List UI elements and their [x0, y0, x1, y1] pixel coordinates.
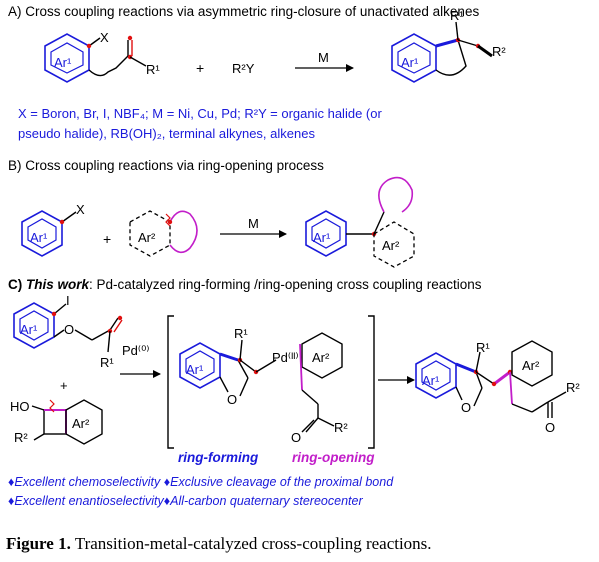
left-bracket	[167, 315, 174, 449]
c-r2-label: R²	[14, 430, 28, 445]
section-c-heading-rest: : Pd-catalyzed ring-forming /ring-openin…	[89, 277, 482, 292]
section-c-emph: This work	[26, 277, 90, 292]
scheme-c-product: Ar¹ O R¹ Ar² O R²	[415, 340, 580, 435]
figure-caption: Figure 1. Transition-metal-catalyzed cro…	[6, 534, 432, 554]
c-ho-label: HO	[10, 399, 30, 414]
c-prod-r1: R¹	[476, 340, 490, 355]
a-plus: +	[196, 60, 204, 76]
c-prod-r2: R²	[566, 380, 580, 395]
c-int-ar2: Ar²	[312, 350, 330, 365]
a-product-r2: R²	[492, 44, 506, 59]
c-ar2-label: Ar²	[72, 416, 90, 431]
c-int-oxygen-2: O	[291, 430, 301, 445]
c-prod-oxygen: O	[461, 400, 471, 415]
ring-forming-label: ring-forming	[178, 450, 259, 465]
figure-caption-label: Figure 1.	[6, 534, 71, 553]
ring-opening-label: ring-opening	[292, 450, 375, 465]
c-plus: +	[60, 378, 68, 393]
b-product-ar2: Ar²	[382, 238, 400, 253]
b-catalyst: M	[248, 216, 259, 231]
c-prod-oxygen-2: O	[545, 420, 555, 435]
section-a-heading: A) Cross coupling reactions via asymmetr…	[8, 4, 480, 19]
section-c-heading: C) This work: Pd-catalyzed ring-forming …	[8, 277, 481, 292]
c-oxygen-label: O	[64, 322, 74, 337]
c-int-pd: Pd⁽ᴵᴵ⁾	[272, 350, 299, 365]
a-x-label: X	[100, 30, 109, 45]
c-prod-ar2: Ar²	[522, 358, 540, 373]
c-catalyst: Pd⁽⁰⁾	[122, 343, 150, 358]
scheme-b-product: Ar¹ Ar²	[305, 176, 415, 268]
section-c-label: C)	[8, 277, 23, 292]
scheme-b-ring: Ar²	[129, 210, 198, 257]
feature-line-1: ♦Excellent chemoselectivity ♦Exclusive c…	[8, 475, 394, 489]
a-catalyst: M	[318, 50, 329, 65]
section-a-note-line2: pseudo halide), RB(OH)₂, terminal alkyne…	[18, 126, 315, 141]
c-int-ar1: Ar¹	[186, 362, 204, 377]
b-plus: +	[103, 231, 111, 247]
figure-caption-text: Transition-metal-catalyzed cross-couplin…	[74, 534, 432, 553]
scheme-c-cyclobutanol: HO R² Ar²	[10, 399, 103, 445]
c-int-oxygen: O	[227, 392, 237, 407]
c-ar1-label: Ar¹	[20, 322, 38, 337]
b-product-ar1: Ar¹	[313, 230, 331, 245]
c-prod-ar1: Ar¹	[422, 373, 440, 388]
feature-line-2: ♦Excellent enantioselectivity♦All-carbon…	[8, 494, 363, 508]
c-int-r1: R¹	[234, 326, 248, 341]
b-ar2-label: Ar²	[138, 230, 156, 245]
a-product-ar1: Ar¹	[401, 55, 419, 70]
c-r1-label: R¹	[100, 355, 114, 370]
section-a-note-line1: X = Boron, Br, I, NBF₄; M = Ni, Cu, Pd; …	[18, 106, 382, 121]
scheme-b-aryl: Ar¹ X	[21, 202, 85, 257]
a-r1-label: R¹	[146, 62, 160, 77]
a-product-r1: R¹	[450, 8, 464, 23]
scheme-a-product: Ar¹ R¹ R²	[391, 8, 506, 83]
scheme-c-intermediate: Ar¹ O R¹ Pd⁽ᴵᴵ⁾ Ar² O R²	[179, 326, 348, 445]
scheme-a-substrate: Ar¹ X R¹	[44, 30, 160, 83]
c-int-r2: R²	[334, 420, 348, 435]
a-ar1-label: Ar¹	[54, 55, 72, 70]
scheme-c-iodide: Ar¹ I O R¹	[13, 293, 123, 370]
a-reagent: R²Y	[232, 61, 255, 76]
right-bracket	[368, 315, 375, 449]
c-iodo-label: I	[66, 293, 70, 308]
section-b-heading: B) Cross coupling reactions via ring-ope…	[8, 158, 324, 173]
b-x-label: X	[76, 202, 85, 217]
b-ar1-label: Ar¹	[30, 230, 48, 245]
